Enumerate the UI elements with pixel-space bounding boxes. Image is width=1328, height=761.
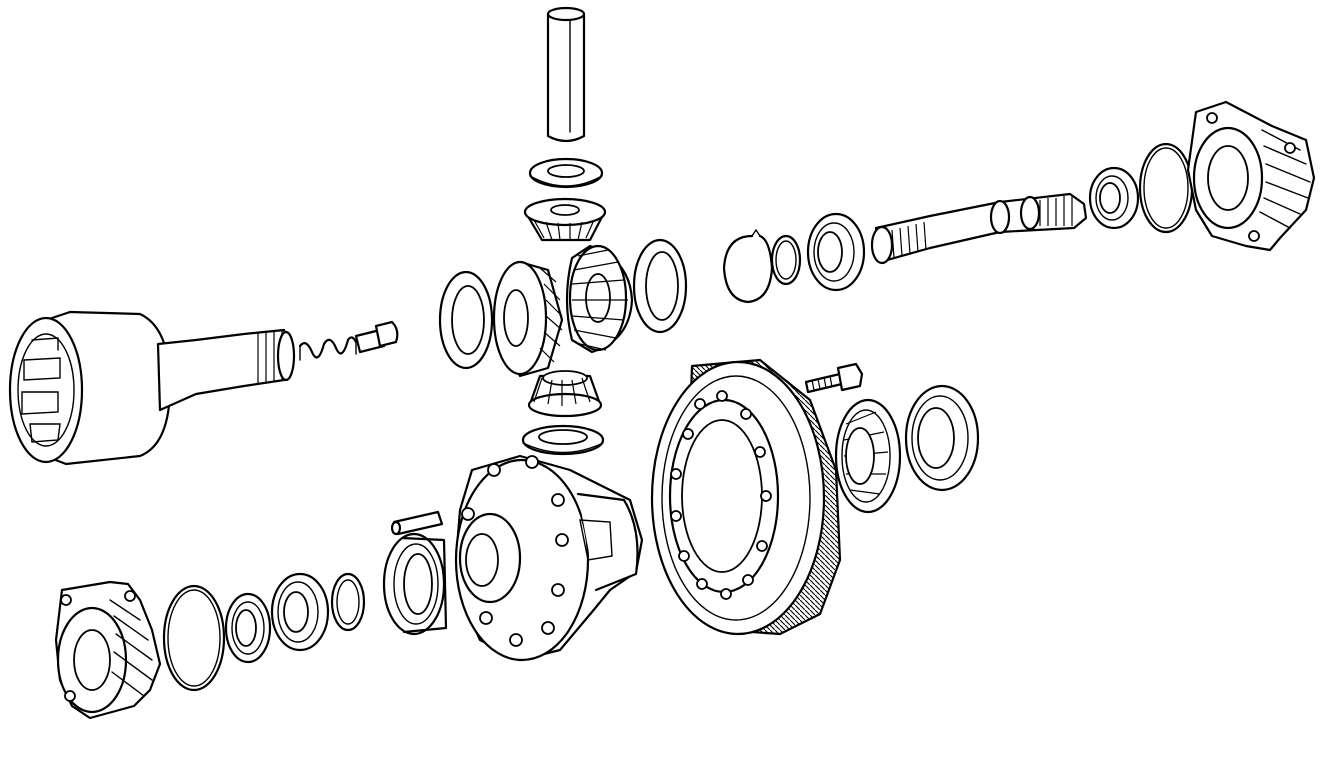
shim-ring-left xyxy=(330,572,366,632)
bearing-right-inner xyxy=(806,212,866,292)
pinion-gear-bottom xyxy=(527,370,603,418)
bearing-race-right xyxy=(904,384,980,492)
intermediate-shaft xyxy=(870,192,1088,265)
pinion-gear-top xyxy=(523,197,607,242)
taper-roller-bearing-right xyxy=(834,398,902,514)
plunger-pin xyxy=(354,320,399,354)
o-ring-right xyxy=(1138,142,1194,234)
oil-seal-case xyxy=(382,532,448,636)
ring-gear xyxy=(650,358,842,636)
pinion-thrust-washer-top xyxy=(528,157,604,189)
side-gear-thrust-washer-right xyxy=(632,238,688,334)
pinion-thrust-washer-bottom xyxy=(521,424,605,456)
bearing-race-left xyxy=(224,592,272,664)
o-ring-left xyxy=(162,584,226,692)
circlip xyxy=(770,234,802,286)
bearing-carrier-left xyxy=(54,580,162,720)
differential-case xyxy=(454,454,644,662)
snap-ring xyxy=(722,229,774,304)
cv-joint-outer-race xyxy=(8,310,296,466)
side-gear-right xyxy=(565,244,634,354)
lock-pin xyxy=(390,510,444,536)
side-gear-thrust-washer-left xyxy=(438,270,494,370)
spring xyxy=(298,336,358,361)
bearing-left xyxy=(270,572,330,652)
side-gear-left xyxy=(492,260,564,378)
ring-gear-bolt xyxy=(804,362,864,394)
bearing-carrier-right xyxy=(1186,100,1316,252)
pinion-shaft xyxy=(546,6,586,143)
oil-seal-right xyxy=(1088,166,1140,230)
